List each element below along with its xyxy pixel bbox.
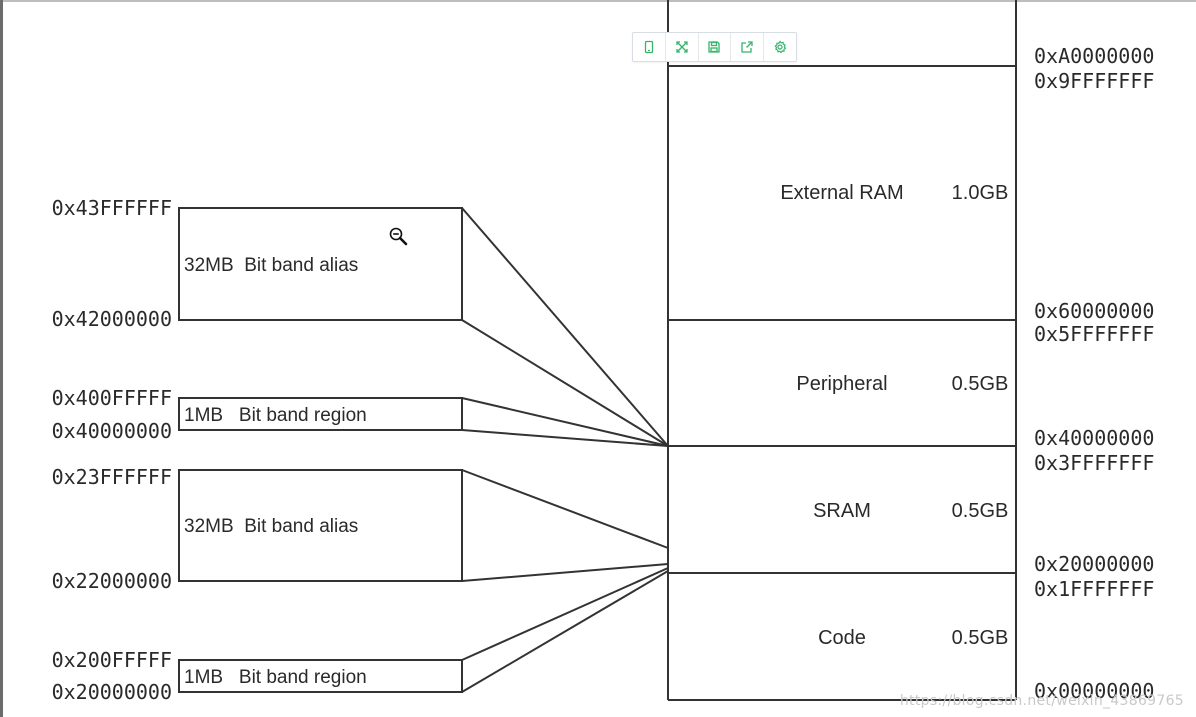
zoom-out-cursor-icon	[389, 227, 408, 246]
connector-line	[461, 397, 669, 447]
region-size-sram: 0.5GB	[952, 500, 1009, 522]
region-name-peripheral: Peripheral	[796, 373, 887, 395]
bitband-top-address: 0x23FFFFFF	[52, 465, 172, 489]
connector-line	[461, 469, 669, 549]
gear-icon	[774, 40, 787, 54]
bitband-box-4	[178, 659, 463, 693]
bitband-box-2	[178, 397, 463, 431]
fullscreen-icon	[676, 41, 688, 53]
phone-icon	[644, 40, 654, 54]
address-label: 0x1FFFFFFF	[1034, 577, 1154, 601]
bitband-bottom-address: 0x40000000	[52, 419, 172, 443]
address-label: 0x20000000	[1034, 552, 1154, 576]
connector-line	[461, 207, 669, 447]
region-name-external-ram: External RAM	[780, 182, 903, 204]
bitband-top-address: 0x200FFFFF	[52, 648, 172, 672]
bitband-box-3	[178, 469, 463, 582]
bitband-top-address: 0x43FFFFFF	[52, 196, 172, 220]
bitband-label: 1MB Bit band region	[184, 667, 367, 688]
bitband-label: 1MB Bit band region	[184, 405, 367, 426]
address-label: 0x00000000	[1034, 679, 1154, 703]
region-size-external-ram: 1.0GB	[952, 182, 1009, 204]
address-label: 0x60000000	[1034, 299, 1154, 323]
connector-line	[461, 429, 669, 447]
address-label: 0x3FFFFFFF	[1034, 451, 1154, 475]
phone-view-button[interactable]	[633, 33, 666, 61]
share-button[interactable]	[731, 33, 765, 61]
address-label: 0x5FFFFFFF	[1034, 322, 1154, 346]
region-size-code: 0.5GB	[952, 627, 1009, 649]
save-icon	[708, 41, 721, 53]
connector-line	[461, 567, 669, 661]
connector-line	[461, 563, 669, 582]
share-icon	[741, 41, 753, 53]
address-label: 0x40000000	[1034, 426, 1154, 450]
bitband-bottom-address: 0x20000000	[52, 680, 172, 704]
settings-button[interactable]	[764, 33, 796, 61]
image-toolbar	[632, 32, 797, 62]
window-top-border	[0, 0, 1196, 2]
connector-line	[461, 319, 669, 447]
watermark: https://blog.csdn.net/weixin_43869765	[899, 693, 1184, 709]
region-name-sram: SRAM	[813, 500, 871, 522]
region-size-peripheral: 0.5GB	[952, 373, 1009, 395]
address-label: 0xA0000000	[1034, 44, 1154, 68]
connector-line	[461, 570, 669, 693]
save-button[interactable]	[699, 33, 732, 61]
address-label: 0x9FFFFFFF	[1034, 69, 1154, 93]
bitband-bottom-address: 0x22000000	[52, 569, 172, 593]
bitband-top-address: 0x400FFFFF	[52, 386, 172, 410]
fullscreen-button[interactable]	[666, 33, 699, 61]
bitband-box-1	[178, 207, 463, 321]
bitband-label: 32MB Bit band alias	[184, 516, 358, 537]
bitband-label: 32MB Bit band alias	[184, 255, 358, 276]
window-left-border	[0, 0, 3, 717]
bitband-bottom-address: 0x42000000	[52, 307, 172, 331]
region-name-code: Code	[818, 627, 866, 649]
